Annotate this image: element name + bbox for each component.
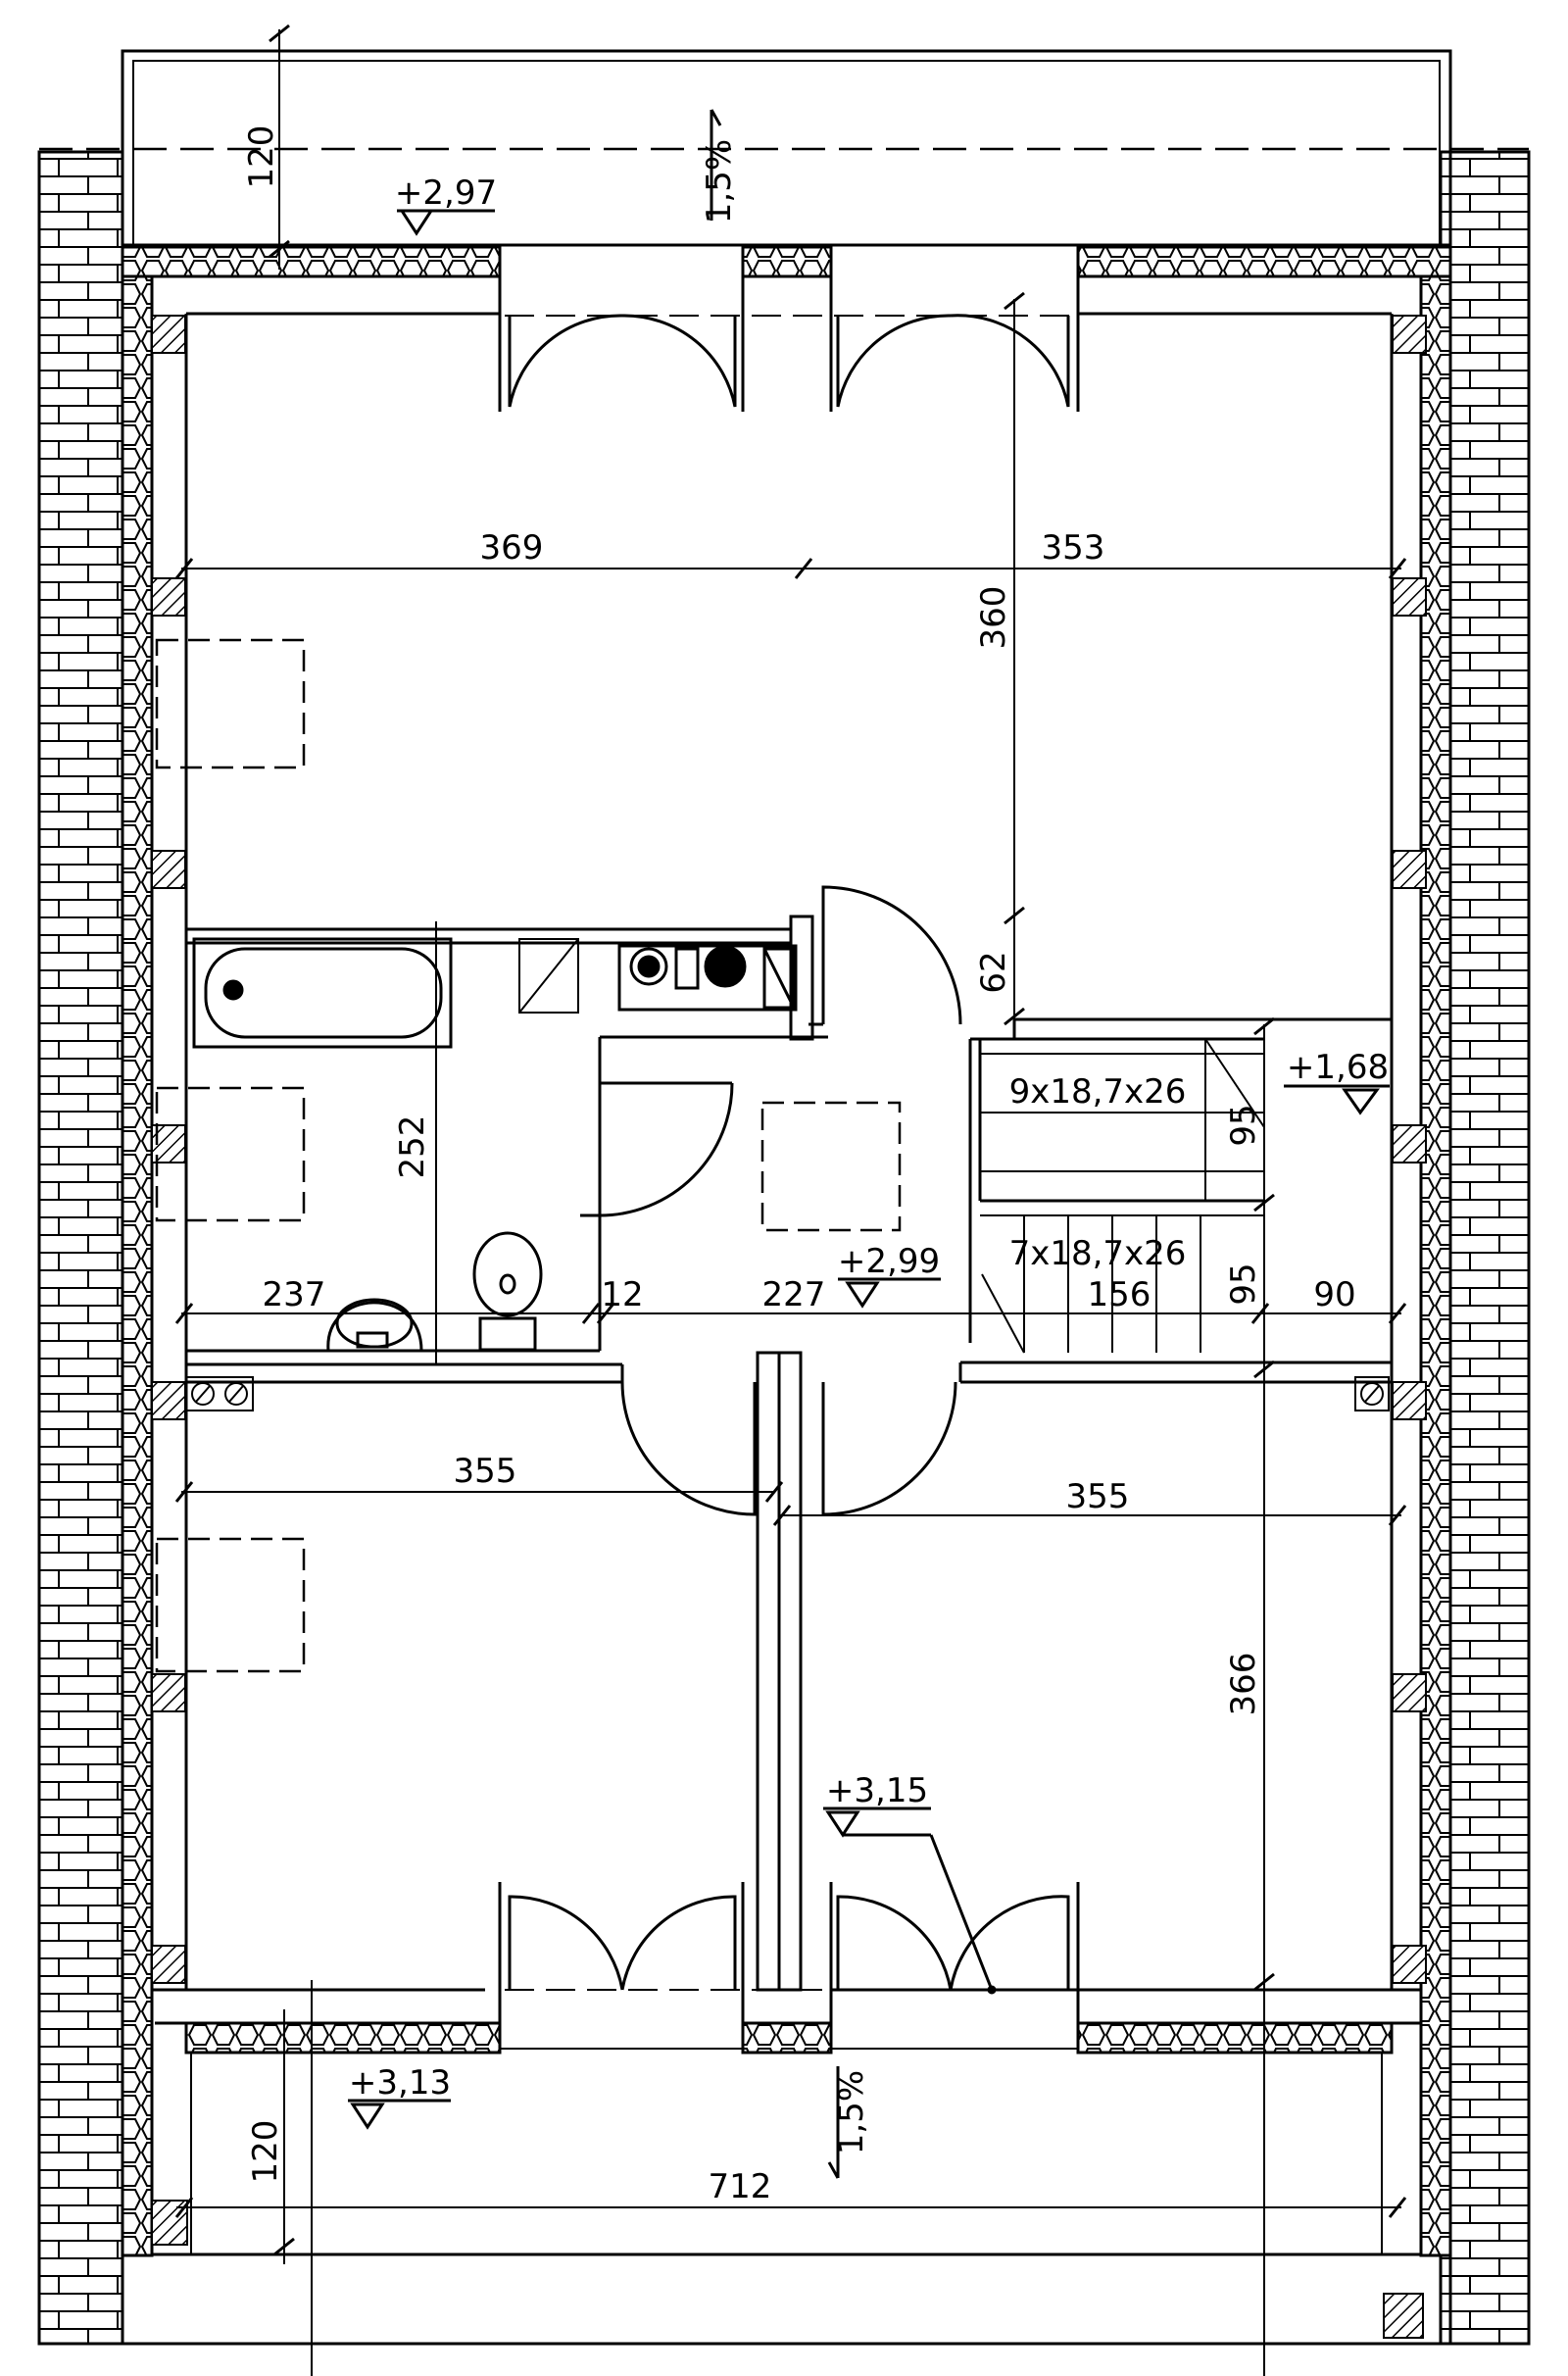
dim-355-right: 355 [1066, 1477, 1130, 1516]
window-reveals [151, 315, 1427, 2339]
stair-lower-flight: 7x18,7x26 [1009, 1234, 1187, 1273]
dim-353: 353 [1042, 528, 1105, 568]
brick-walls [37, 150, 1531, 2346]
stair-upper-flight: 9x18,7x26 [1009, 1072, 1187, 1112]
dim-369: 369 [480, 528, 544, 568]
level-stair-landing: +1,68 [1287, 1048, 1389, 1087]
level-bottom-room: +3,15 [826, 1771, 928, 1810]
top-balcony-doors [498, 276, 1080, 412]
dim-712: 712 [709, 2167, 772, 2206]
dim-252: 252 [393, 1115, 432, 1179]
dim-12: 12 [601, 1275, 643, 1314]
bathtub [192, 937, 453, 1049]
boiler-unit [617, 944, 798, 1012]
bottom-balcony-doors [498, 1882, 1080, 2023]
top-balcony [39, 49, 1529, 247]
dim-227: 227 [762, 1275, 826, 1314]
roof-windows [155, 638, 902, 1673]
toilet [472, 1231, 543, 1352]
dim-237: 237 [263, 1275, 326, 1314]
dim-120-top: 120 [242, 125, 281, 189]
dim-95-upper: 95 [1224, 1104, 1263, 1146]
level-bottom-balcony: +3,13 [349, 2063, 451, 2103]
level-markers [348, 209, 1390, 2130]
dim-355-left: 355 [454, 1452, 517, 1491]
dim-90: 90 [1313, 1275, 1355, 1314]
plan-labels: 369 353 360 62 252 237 12 227 156 90 95 … [242, 125, 1389, 2206]
level-top-balcony: +2,97 [395, 173, 497, 213]
interior-walls [186, 885, 1392, 1992]
slope-arrows [710, 109, 840, 2179]
insulated-walls [121, 245, 1452, 2257]
utility-box [518, 938, 579, 1014]
slope-bottom: 1,5% [832, 2070, 871, 2154]
dimension-lines [174, 24, 1407, 2376]
dim-360: 360 [974, 586, 1013, 650]
dim-156: 156 [1088, 1275, 1152, 1314]
bottom-balcony [121, 2048, 1452, 2346]
washbasin [326, 1298, 423, 1352]
dim-62: 62 [974, 951, 1013, 993]
dim-366: 366 [1224, 1653, 1263, 1716]
level-hall: +2,99 [838, 1242, 940, 1281]
dim-120-bottom: 120 [246, 2120, 285, 2184]
slope-top: 1,5% [700, 139, 739, 223]
dim-95-lower: 95 [1224, 1262, 1263, 1305]
vent-ducts [185, 1376, 1390, 1411]
